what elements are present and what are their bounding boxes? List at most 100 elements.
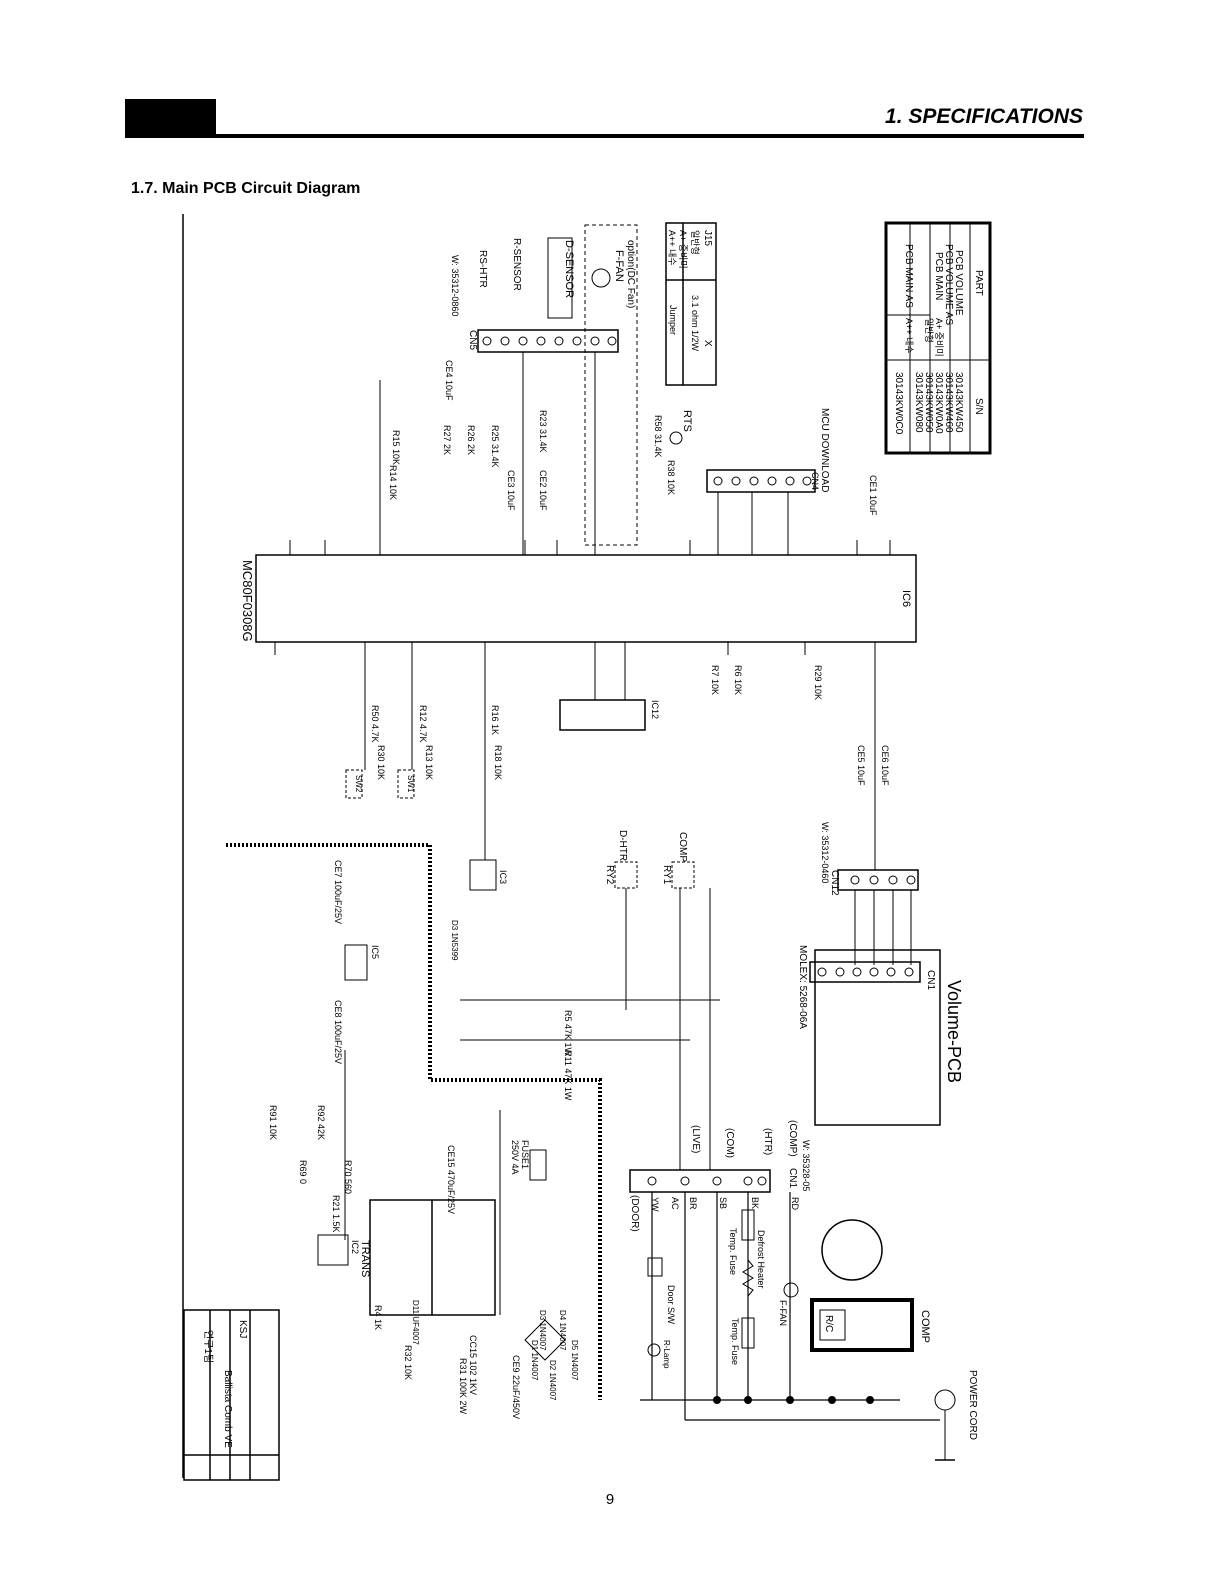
title-block-dept: 연구1팀 <box>202 1330 214 1363</box>
trans-label: TRANS <box>359 1240 371 1277</box>
molex-label: MOLEX: 5268-06A <box>797 945 808 1029</box>
wire-color-rd: RD <box>790 1197 800 1210</box>
parts-table-r2-part: PCB VOLUME AS <box>943 244 954 325</box>
f-fan-label: F-FAN <box>613 250 625 282</box>
fuse1-name: FUSE1 <box>520 1140 530 1169</box>
resistor-r69: R69 0 <box>298 1160 308 1184</box>
wire-color-bk: BK <box>750 1197 760 1209</box>
mcu-ic-label: IC6 <box>900 590 912 607</box>
cn4-connector <box>706 469 816 493</box>
wire-color-ac: AC <box>670 1197 680 1210</box>
subsection-title: 1.7. Main PCB Circuit Diagram <box>131 180 361 197</box>
comp-relay-label: COMP <box>677 832 688 862</box>
d-sensor-label: D-SENSOR <box>563 240 575 298</box>
sw2-label: SW2 <box>354 775 363 793</box>
r-c-box <box>819 1309 846 1341</box>
title-block <box>183 1309 280 1481</box>
ic5-regulator <box>344 944 368 981</box>
parts-table-r3-part: PCB MAIN <box>933 252 944 300</box>
j15-v3: Jumper <box>668 305 678 335</box>
r-lamp-label: R-Lamp <box>662 1340 671 1369</box>
temp-fuse-1 <box>741 1209 755 1241</box>
r-sensor-label: R-SENSOR <box>511 238 522 291</box>
parts-table-r1-sn: 30143KW450 <box>953 372 964 433</box>
resistor-r70: R70 560 <box>343 1160 353 1194</box>
sw1-switch <box>397 769 415 799</box>
diode-d4: D4 1N4007 <box>558 1310 567 1351</box>
resistor-r25: R25 31.4K <box>490 425 500 468</box>
parts-table-r2-sn: 30143KW460 <box>943 372 954 433</box>
parts-table-r5-sn: 30143KW080 <box>913 372 924 433</box>
cap-ce5: CE5 10uF <box>856 745 866 786</box>
r-lamp-icon <box>647 1343 661 1357</box>
title-block-drawn: KSJ <box>237 1320 248 1338</box>
parts-table-col-sn: S/N <box>973 398 984 415</box>
diode-d3b: D3 1N5399 <box>450 920 459 961</box>
cn1-main-connector <box>629 1169 771 1193</box>
resistor-r15: R15 10K <box>391 430 401 465</box>
r-c-label: R/C <box>823 1315 834 1332</box>
temp-fuse-2-label: Temp. Fuse <box>730 1318 740 1365</box>
cap-cc15: CC15 102 1KV <box>468 1335 478 1395</box>
cn12-connector <box>837 869 919 891</box>
resistor-r30: R30 10K <box>376 745 386 780</box>
rts-thermistor-icon <box>669 431 683 445</box>
f-fan-dashed-box <box>584 224 638 546</box>
resistor-r91: R91 10K <box>268 1105 278 1140</box>
parts-table-r1-part: PCB VOLUME <box>953 250 964 316</box>
page-number: 9 <box>605 1491 615 1508</box>
volume-pcb-title: Volume-PCB <box>944 980 964 1083</box>
defrost-heater-icon <box>742 1259 754 1297</box>
cn1-main-wire: W: 35328-05 <box>801 1140 811 1191</box>
j15-v1: X <box>702 340 713 347</box>
isolation-boundary <box>226 843 602 1400</box>
cn4-label: CN4 <box>810 472 820 490</box>
parts-table-r4-sn: 30143KW050 <box>923 372 934 433</box>
door-sw-label: Door S/W <box>666 1285 676 1325</box>
wire-door: (DOOR) <box>629 1195 640 1232</box>
wire-live: (LIVE) <box>690 1125 701 1153</box>
resistor-r14: R14 10K <box>388 465 398 500</box>
wire-color-sb: SB <box>718 1197 728 1209</box>
ic2-label: IC2 <box>350 1240 360 1254</box>
parts-table-col-part: PART <box>973 270 984 296</box>
resistor-r38: R38 10K <box>666 460 676 495</box>
resistor-r4: R4 1K <box>373 1305 383 1330</box>
wire-com: (COM) <box>724 1128 735 1158</box>
cn5-connector <box>477 329 619 353</box>
cap-ce8: CE8 100uF/25V <box>333 1000 343 1064</box>
resistor-r31: R31 100K 2W <box>458 1358 468 1415</box>
cn12-wire: W: 35312-0460 <box>820 822 830 883</box>
section-title: 1. SPECIFICATIONS <box>885 105 1083 128</box>
cap-ce2: CE2 10uF <box>538 470 548 511</box>
ic3-label: IC3 <box>498 870 508 884</box>
ry2-label: RY2 <box>604 865 615 885</box>
resistor-r58: R58 31.4K <box>653 415 663 458</box>
j15-c3: A++ 내수 <box>667 230 677 266</box>
j15-c1: 일반형 <box>690 230 700 255</box>
cap-ce4: CE4 10uF <box>444 360 454 401</box>
cn1-volume-label: CN1 <box>925 970 936 990</box>
ic12-driver-chip <box>559 699 646 731</box>
wire-comp: (COMP) <box>787 1120 798 1157</box>
d-sensor-box <box>547 237 573 319</box>
ic5-label: IC5 <box>370 945 380 959</box>
header-rule <box>125 134 1084 138</box>
resistor-r5: R5 47K 1W <box>563 1010 573 1057</box>
j15-table <box>665 222 717 386</box>
ic3-photocoupler <box>469 859 497 891</box>
title-block-project: Ballista Comb VE <box>222 1370 233 1448</box>
ry1-relay <box>671 861 695 889</box>
cn1-volume-connector <box>809 961 921 983</box>
d-htr-label: D-HTR <box>617 830 628 861</box>
bridge-rectifier <box>524 1319 566 1361</box>
parts-table <box>884 221 992 455</box>
cn5-label: CN5 <box>467 330 478 350</box>
wire-color-yw: YW <box>650 1197 660 1212</box>
power-plug-icon <box>934 1389 956 1411</box>
f-fan-motor-2-icon <box>783 1282 799 1298</box>
parts-table-r4-grade: 일반형 <box>924 318 934 343</box>
cap-ce7: CE7 100uF/25V <box>333 860 343 924</box>
door-switch <box>647 1257 663 1277</box>
defrost-heater-label: Defrost Heater <box>756 1230 766 1289</box>
